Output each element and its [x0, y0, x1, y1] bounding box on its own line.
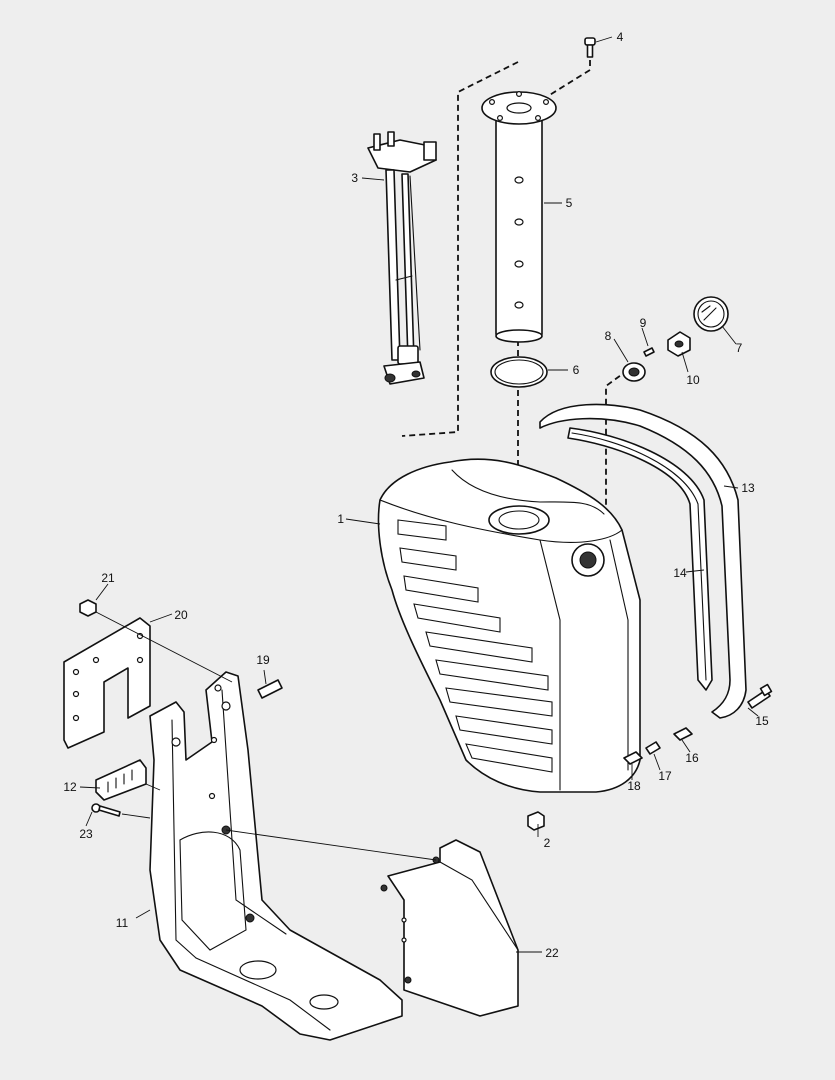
callout-1: 1 [337, 512, 344, 526]
part-6-o-ring [490, 356, 548, 388]
part-9-pin [643, 347, 655, 357]
callout-3: 3 [351, 171, 358, 185]
part-4-screw [584, 37, 596, 58]
part-23-bolt [91, 803, 121, 817]
callout-2: 2 [544, 836, 551, 850]
callout-12: 12 [63, 780, 77, 794]
callout-13: 13 [741, 481, 755, 495]
part-13-strap [539, 403, 747, 719]
part-12-clamp [95, 759, 147, 801]
part-1-fuel-tank [377, 458, 641, 793]
callout-22: 22 [545, 946, 559, 960]
part-17-washer [645, 741, 661, 755]
part-11-mounting-bracket [149, 671, 403, 1041]
callout-16: 16 [685, 751, 699, 765]
callout-20: 20 [174, 608, 188, 622]
callout-8: 8 [605, 329, 612, 343]
callout-labels: 1 2 3 4 5 6 7 8 9 10 11 12 13 14 15 16 1… [63, 30, 769, 960]
part-5-tube [481, 90, 557, 343]
callout-6: 6 [573, 363, 580, 377]
part-14-strip [567, 427, 713, 691]
part-19-pin [257, 679, 283, 699]
part-20-bracket-plate [63, 617, 151, 749]
part-15-bolt [747, 683, 773, 709]
part-10-nut [667, 331, 691, 357]
part-22-cover [380, 839, 519, 1017]
part-18-nut [623, 751, 643, 765]
callout-15: 15 [755, 714, 769, 728]
callout-17: 17 [658, 769, 672, 783]
callout-11: 11 [116, 916, 129, 930]
callout-5: 5 [566, 196, 573, 210]
part-2-drain-plug [527, 811, 545, 831]
callout-4: 4 [617, 30, 624, 44]
callout-9: 9 [640, 316, 647, 330]
callout-14: 14 [673, 566, 687, 580]
part-3-fuel-sender [367, 131, 437, 385]
callout-7: 7 [736, 341, 743, 355]
part-16-nut [673, 727, 693, 741]
tank-ribs [397, 519, 553, 773]
callout-18: 18 [627, 779, 641, 793]
callout-10: 10 [686, 373, 700, 387]
leader-lines [79, 36, 759, 953]
callout-23: 23 [79, 827, 93, 841]
part-21-bolt [79, 599, 97, 617]
part-8-fitting [622, 362, 646, 382]
callout-21: 21 [101, 571, 115, 585]
part-7-gauge-cap [693, 296, 729, 332]
callout-19: 19 [256, 653, 270, 667]
